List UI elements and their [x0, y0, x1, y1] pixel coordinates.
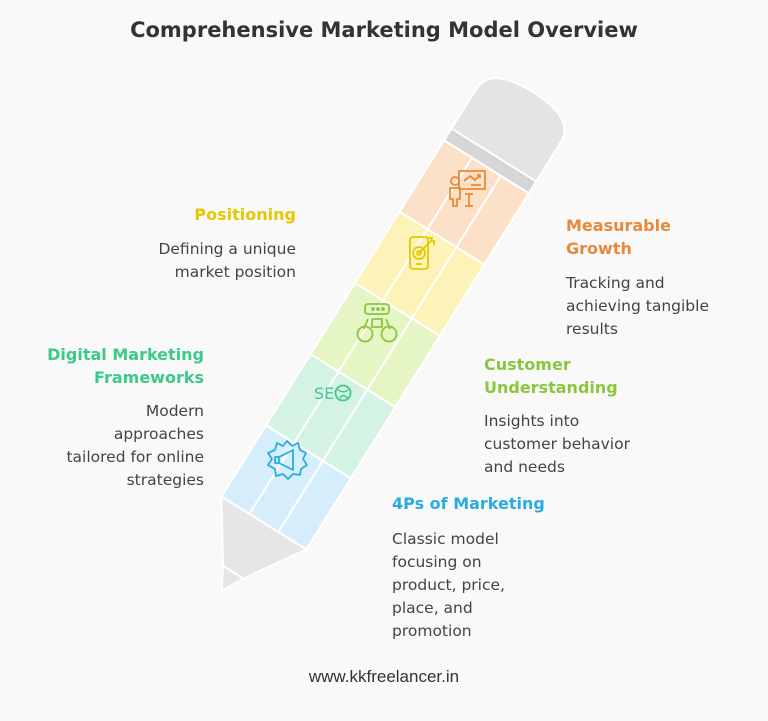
- 4ps-label: 4Ps of Marketing: [392, 494, 545, 513]
- page-title: Comprehensive Marketing Model Overview: [130, 18, 638, 42]
- eraser-icon: [449, 77, 566, 185]
- measurable-growth-label: Measurable Growth: [566, 216, 671, 258]
- digital-marketing-label: Digital Marketing Frameworks: [47, 345, 204, 387]
- footer-url: www.kkfreelancer.in: [308, 667, 460, 686]
- seo-icon: SE: [314, 384, 352, 403]
- presentation-icon: [449, 170, 486, 207]
- digital-marketing-description: Modern approaches tailored for online st…: [66, 402, 204, 489]
- positioning-label: Positioning: [194, 205, 296, 224]
- svg-text:SE: SE: [314, 384, 334, 403]
- mobile-target-icon: [409, 236, 435, 270]
- measurable-growth-description: Tracking and achieving tangible results: [566, 274, 709, 338]
- pencil-segment-growth: [398, 138, 531, 266]
- positioning-description: Defining a unique market position: [158, 240, 296, 281]
- megaphone-icon: [267, 440, 308, 480]
- customer-understanding-description: Insights into customer behavior and need…: [484, 412, 630, 476]
- customer-understanding-label: Customer Understanding: [484, 355, 618, 397]
- binoculars-icon: [356, 303, 398, 343]
- 4ps-description: Classic model focusing on product, price…: [392, 530, 505, 640]
